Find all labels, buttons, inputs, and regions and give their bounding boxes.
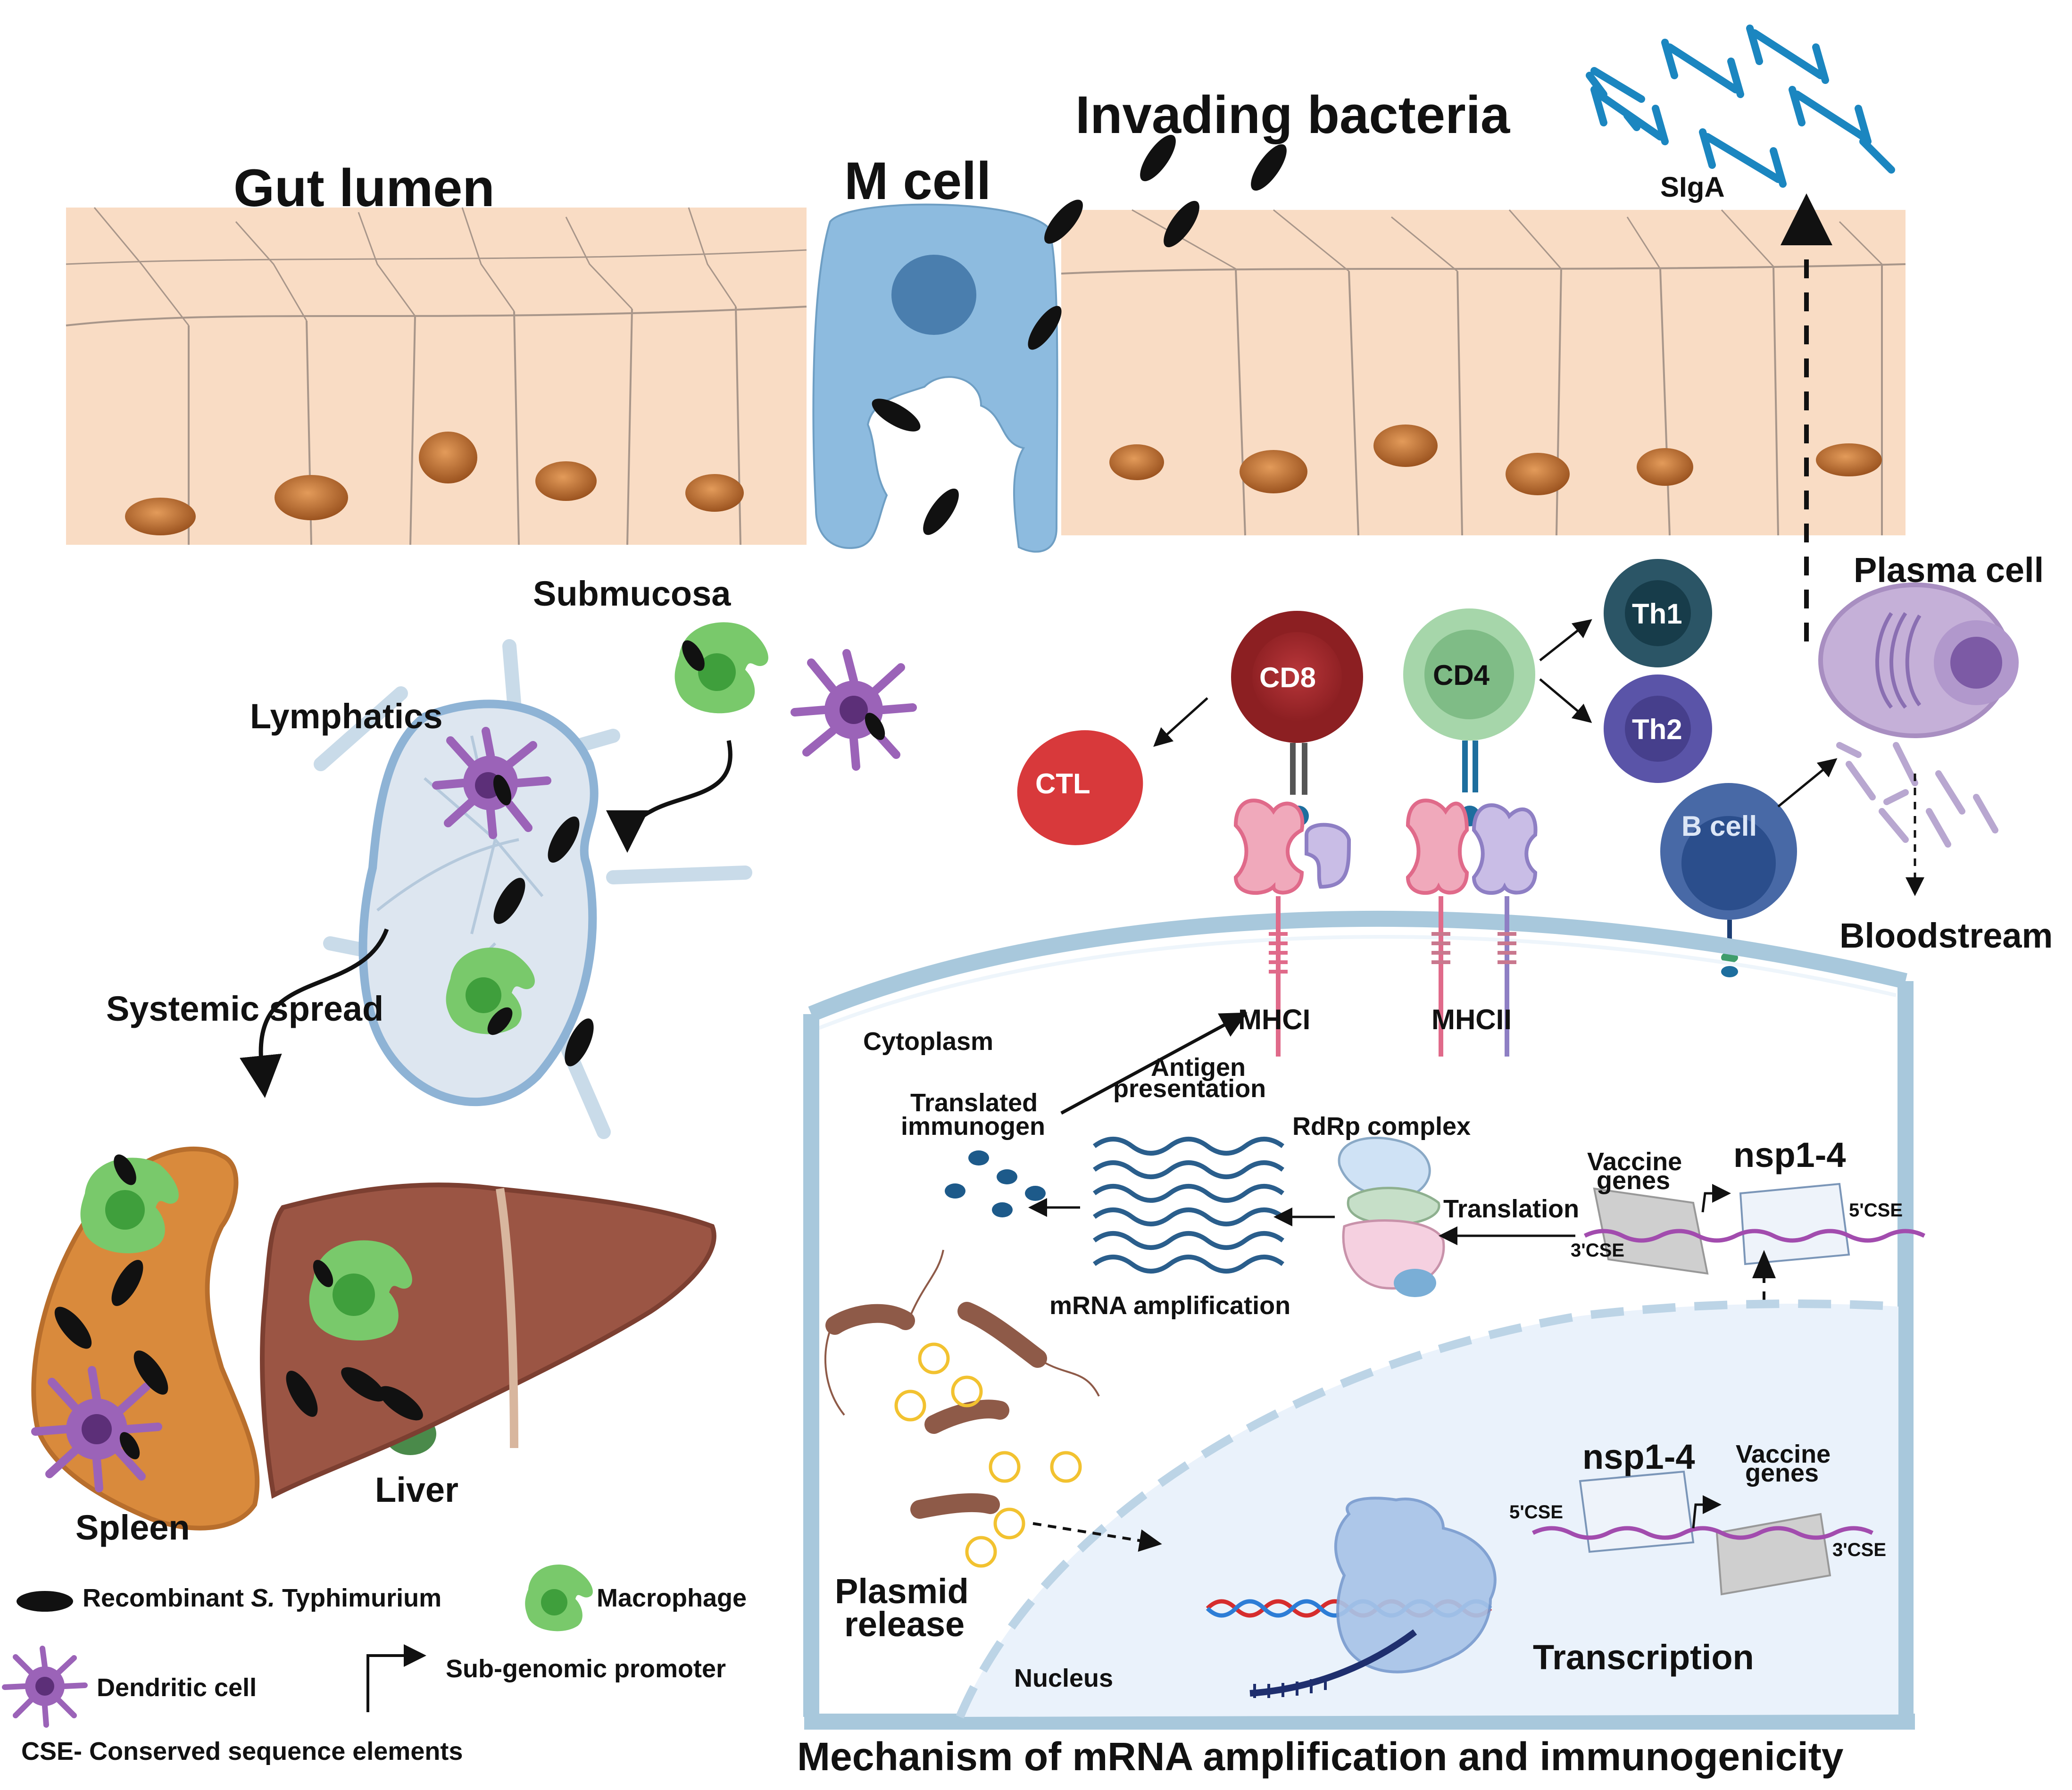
label-cd8: CD8 bbox=[1259, 662, 1316, 693]
label-rdrp-complex: RdRp complex bbox=[1292, 1112, 1471, 1141]
mhcii-molecule bbox=[1406, 799, 1538, 1057]
label-ctl: CTL bbox=[1035, 768, 1090, 799]
rdrp-complex bbox=[1338, 1136, 1445, 1297]
label-mrna-amplification: mRNA amplification bbox=[1049, 1291, 1291, 1320]
label-systemic-spread: Systemic spread bbox=[106, 989, 384, 1028]
label-3cse-top: 3'CSE bbox=[1571, 1240, 1625, 1261]
legend-bacterium-icon bbox=[17, 1591, 73, 1612]
macrophage-lymph bbox=[446, 948, 535, 1035]
th1-cell bbox=[1604, 559, 1712, 667]
label-cd4: CD4 bbox=[1433, 659, 1490, 691]
epithelium-right bbox=[1061, 209, 1906, 536]
transcription-machinery bbox=[1206, 1497, 1497, 1698]
macrophage-submucosa bbox=[674, 622, 768, 714]
mrna-amplification-waves bbox=[1093, 1137, 1284, 1274]
label-translation: Translation bbox=[1443, 1195, 1580, 1223]
invading-bacteria bbox=[872, 134, 1287, 535]
epithelial-nuclei-right bbox=[1109, 425, 1882, 495]
replicon-bottom bbox=[1531, 1470, 1874, 1596]
label-plasmid: Plasmid bbox=[835, 1572, 969, 1611]
b-cell bbox=[1660, 783, 1797, 977]
spleen bbox=[31, 1147, 260, 1531]
label-lymphatics: Lymphatics bbox=[250, 697, 443, 736]
label-3cse-bottom: 3'CSE bbox=[1832, 1540, 1887, 1560]
label-genes-bottom: genes bbox=[1745, 1459, 1819, 1487]
label-spleen: Spleen bbox=[75, 1508, 190, 1547]
label-genes-top: genes bbox=[1597, 1166, 1671, 1195]
label-bloodstream: Bloodstream bbox=[1839, 916, 2053, 955]
label-antigen: Antigen bbox=[1151, 1053, 1246, 1082]
label-th1: Th1 bbox=[1632, 598, 1682, 630]
plasmid-to-nucleus-arrow bbox=[1032, 1522, 1162, 1552]
legend-macrophage-text: Macrophage bbox=[597, 1584, 747, 1612]
plasma-cell bbox=[1818, 583, 2019, 738]
mechanism-title: Mechanism of mRNA amplification and immu… bbox=[797, 1734, 1844, 1779]
lymph-node-cells bbox=[432, 727, 594, 1066]
plasma-to-siga-arrow bbox=[1781, 193, 1832, 641]
label-immunogen: immunogen bbox=[901, 1112, 1045, 1141]
cd4-to-th1-arrow bbox=[1539, 619, 1592, 661]
host-cell bbox=[803, 910, 1915, 1730]
legend-macrophage-icon bbox=[525, 1565, 593, 1632]
label-5cse-top: 5'CSE bbox=[1849, 1200, 1903, 1221]
label-cytoplasm: Cytoplasm bbox=[863, 1027, 994, 1056]
released-antibodies bbox=[1836, 742, 1998, 848]
legend-dendritic-icon bbox=[2, 1646, 88, 1728]
label-5cse-bottom: 5'CSE bbox=[1509, 1502, 1564, 1523]
cd8-to-ctl-arrow bbox=[1153, 697, 1208, 747]
cd4-cell bbox=[1403, 608, 1535, 826]
label-gut-lumen: Gut lumen bbox=[233, 158, 495, 217]
dendritic-cell-lymph bbox=[432, 727, 551, 839]
legend-icons bbox=[2, 1565, 593, 1728]
epithelial-nuclei-left bbox=[125, 432, 744, 535]
translated-immunogen bbox=[945, 1150, 1046, 1217]
legend-promoter-arrow-icon bbox=[366, 1644, 426, 1712]
label-nsp-top: nsp1-4 bbox=[1733, 1135, 1846, 1174]
mhci-molecule bbox=[1233, 799, 1351, 1057]
label-presentation: presentation bbox=[1113, 1074, 1266, 1103]
label-mhcii: MHCII bbox=[1431, 1004, 1512, 1035]
replicon-top bbox=[1583, 1182, 1926, 1275]
siga-antibodies bbox=[1586, 25, 1895, 188]
antigen-presentation-arrow bbox=[1060, 1012, 1248, 1115]
label-nucleus: Nucleus bbox=[1014, 1664, 1114, 1692]
label-vaccine-bottom: Vaccine bbox=[1736, 1440, 1831, 1468]
ctl-cell bbox=[1017, 730, 1143, 845]
legend-cse-text: CSE- Conserved sequence elements bbox=[21, 1737, 463, 1765]
label-translated: Translated bbox=[910, 1089, 1038, 1117]
label-siga: SIgA bbox=[1660, 171, 1725, 203]
legend-dendritic-text: Dendritic cell bbox=[97, 1673, 257, 1702]
m-cell bbox=[812, 203, 1058, 553]
label-liver: Liver bbox=[375, 1470, 458, 1509]
label-invading-bacteria: Invading bacteria bbox=[1075, 85, 1510, 144]
label-transcription: Transcription bbox=[1533, 1638, 1754, 1677]
cd4-to-th2-arrow bbox=[1539, 678, 1592, 723]
label-b-cell: B cell bbox=[1681, 810, 1757, 842]
label-nsp-bottom: nsp1-4 bbox=[1582, 1437, 1695, 1476]
label-vaccine-top: Vaccine bbox=[1587, 1148, 1682, 1176]
submucosa-cells bbox=[674, 622, 917, 771]
th2-cell bbox=[1604, 674, 1712, 783]
label-release: release bbox=[844, 1605, 965, 1644]
liver bbox=[260, 1182, 716, 1499]
plasmid-release-bacteria bbox=[824, 1249, 1100, 1568]
submucosa-to-lymph-arrow bbox=[606, 740, 732, 853]
epithelium-left bbox=[66, 207, 807, 545]
label-th2: Th2 bbox=[1632, 714, 1682, 745]
legend-promoter-text: Sub-genomic promoter bbox=[446, 1655, 726, 1683]
legend-recombinant-text: Recombinant S. Typhimurium bbox=[83, 1584, 442, 1612]
label-mhci: MHCI bbox=[1238, 1004, 1311, 1035]
bcell-to-plasma-arrow bbox=[1777, 758, 1838, 808]
cd8-cell bbox=[1231, 611, 1363, 826]
label-m-cell: M cell bbox=[844, 151, 991, 210]
dendritic-cell-submucosa bbox=[791, 649, 917, 771]
plasma-to-bloodstream-arrow bbox=[1906, 774, 1924, 896]
label-plasma-cell: Plasma cell bbox=[1854, 550, 2044, 590]
label-submucosa: Submucosa bbox=[533, 574, 731, 613]
systemic-spread-arrow bbox=[240, 928, 389, 1098]
